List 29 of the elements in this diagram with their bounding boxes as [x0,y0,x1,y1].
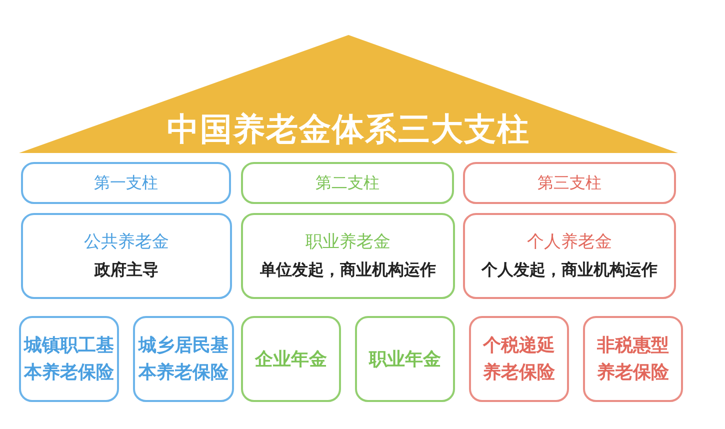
pillar-box [241,162,454,204]
scheme-label: 城乡居民基本养老保险 [138,334,230,385]
category-title: 职业养老金 [306,231,390,254]
pillar-label: 第二支柱 [316,172,380,194]
scheme-label: 非税惠型养老保险 [596,334,670,385]
scheme-box [19,316,119,402]
category-description: 单位发起，商业机构运作 [260,258,436,281]
category-title: 个人养老金 [527,231,612,254]
scheme-label: 企业年金 [255,348,327,372]
category-box [463,213,676,299]
scheme-box [583,316,683,402]
scheme-box [133,316,234,402]
pillar-box [21,162,231,204]
pillar-box [463,162,676,204]
pillar-label: 第一支柱 [94,172,158,194]
title-text: 中国养老金体系三大支柱 [167,111,530,148]
scheme-label: 城镇职工基本养老保险 [23,334,115,385]
category-box [21,213,232,299]
scheme-label: 个税递延养老保险 [482,334,556,385]
scheme-box [469,316,569,402]
category-title: 公共养老金 [84,231,169,254]
pillar-label: 第三支柱 [538,172,602,194]
scheme-label: 职业年金 [369,348,441,372]
roof-triangle [19,35,678,153]
scheme-box [241,316,341,402]
category-description: 个人发起，商业机构运作 [482,258,658,281]
category-description: 政府主导 [94,258,158,281]
scheme-box [355,316,455,402]
category-box [241,213,455,299]
